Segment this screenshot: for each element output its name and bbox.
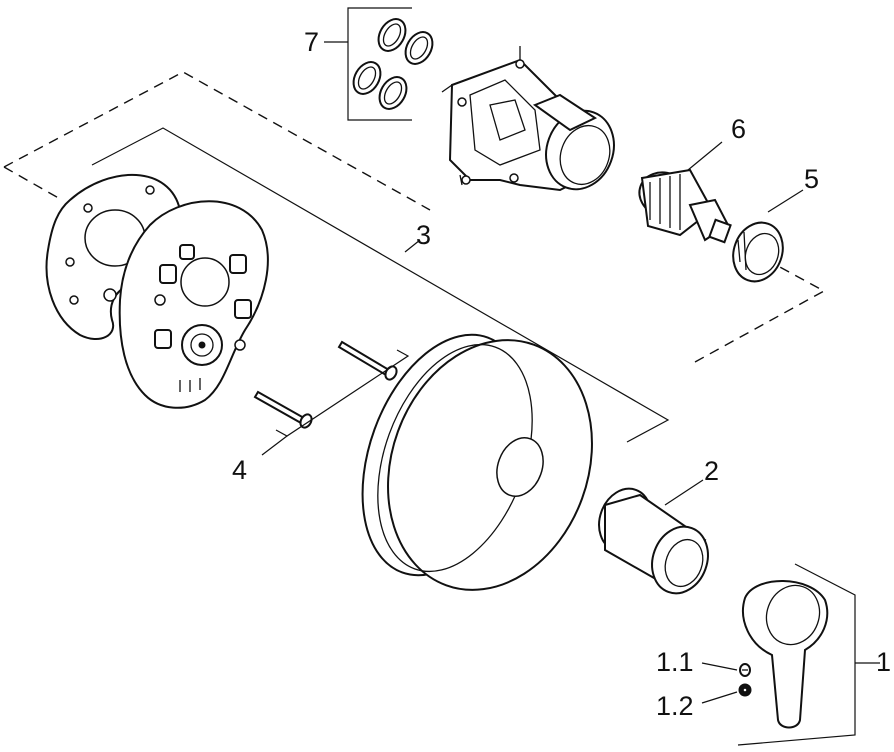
callout-5: 5 [804,164,819,194]
lever-handle [742,580,829,729]
bracket-3 [91,127,670,443]
callout-1-2: 1.2 [656,691,694,721]
bracket-7 [347,7,412,121]
callout-1: 1 [876,647,891,677]
mounting-plate [118,200,269,409]
callout-7: 7 [304,27,319,57]
small-screw-1-1 [739,663,751,677]
callout-6: 6 [731,114,746,144]
sleeve [598,487,709,595]
small-cap-1-2 [738,683,752,697]
callout-4: 4 [232,455,247,485]
valve-body [441,46,615,192]
bracket-4 [261,349,410,456]
screws [253,340,398,429]
callout-3: 3 [416,220,431,250]
o-rings [352,18,434,110]
bracket-1 [737,563,880,746]
cartridge [638,168,732,244]
callout-1-1: 1.1 [656,647,694,677]
rear-plate [45,173,182,340]
callout-2: 2 [704,456,719,486]
cover-rosette [361,333,593,591]
leader-lines [324,41,804,704]
ring-nut [732,221,784,283]
dashed-assembly-bracket [3,71,826,363]
